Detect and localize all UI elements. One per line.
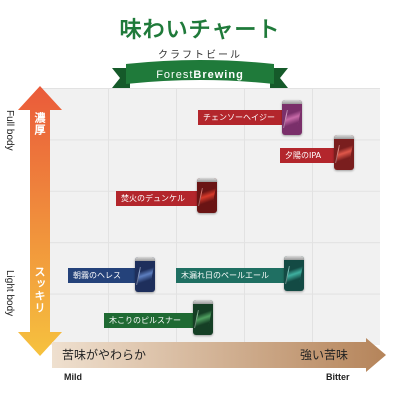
- beer-label: 焚火のデュンケル: [116, 191, 204, 206]
- beer-can: [334, 135, 354, 170]
- beer-label: 夕陽のIPA: [280, 148, 342, 163]
- axis-top-sublabel: Full body: [4, 110, 15, 151]
- beer-label: 朝霧のヘレス: [68, 268, 142, 283]
- axis-right-sublabel: Bitter: [326, 372, 350, 382]
- beer-label: チェンソーヘイジー: [198, 110, 290, 125]
- axis-left-label: 苦味がやわらか: [62, 348, 147, 362]
- beer-label: 木こりのピルスナー: [104, 313, 198, 328]
- beer-can: [282, 100, 302, 135]
- brand-prefix: Forest: [156, 69, 194, 81]
- beer-can: [197, 178, 217, 213]
- page-title: 味わいチャート: [119, 18, 281, 43]
- axis-left-sublabel: Mild: [64, 372, 82, 382]
- body-axis-arrow: [18, 86, 62, 356]
- beer-can: [135, 257, 155, 292]
- axis-top-label: 濃厚: [33, 112, 46, 136]
- axis-bottom-sublabel: Light body: [4, 270, 15, 317]
- beer-can: [284, 256, 304, 291]
- brand-name: ForestBrewing: [128, 65, 272, 85]
- page-subtitle: クラフトビール: [158, 50, 242, 61]
- brand-suffix: Brewing: [193, 69, 244, 81]
- bitterness-axis-arrow: [52, 338, 386, 372]
- axis-right-label: 強い苦味: [300, 348, 349, 362]
- axis-bottom-label: スッキリ: [33, 266, 46, 314]
- beer-can: [193, 300, 213, 335]
- brand-ribbon: [112, 60, 288, 88]
- beer-label: 木漏れ日のペールエール: [176, 268, 290, 283]
